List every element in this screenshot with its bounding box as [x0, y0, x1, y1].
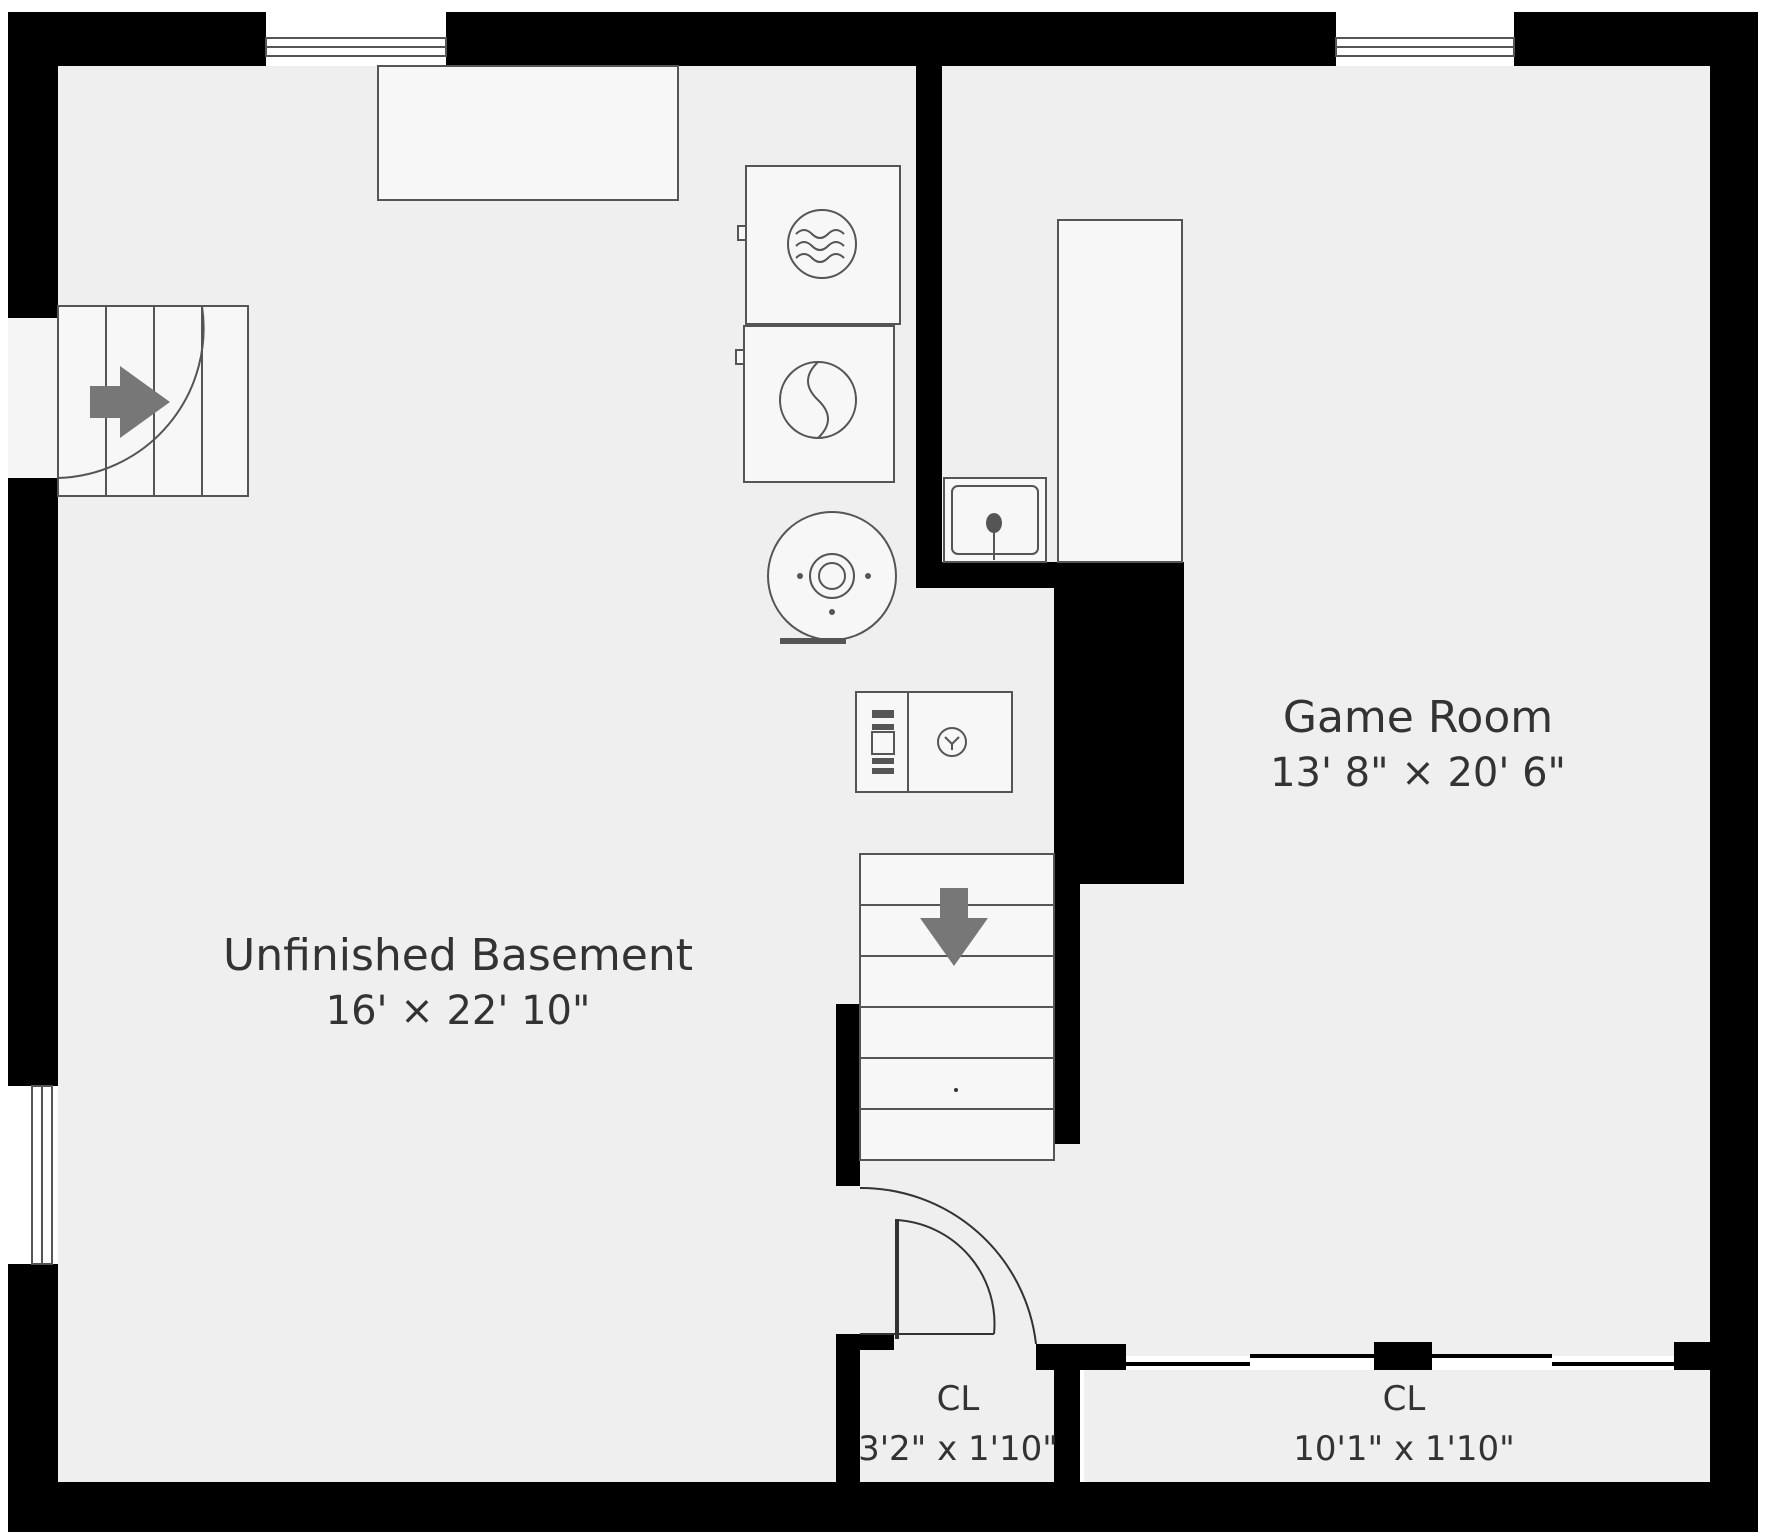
- tall-cabinet: [1057, 219, 1183, 563]
- arrow-right-icon: [90, 366, 170, 438]
- room-name-unfinished-basement: Unfinished Basement: [223, 930, 693, 981]
- room-name-game-room: Game Room: [1283, 692, 1553, 743]
- room-dimensions-closet-small: 3'2" x 1'10": [858, 1429, 1058, 1469]
- washer-icon: [735, 325, 895, 483]
- closet-large-floor: [1084, 1370, 1710, 1482]
- room-dimensions-unfinished-basement: 16' × 22' 10": [326, 988, 591, 1034]
- water-heater-icon: [767, 511, 897, 644]
- closet-swing-door[interactable]: [859, 1186, 1037, 1345]
- exterior-walls: [8, 12, 1758, 1532]
- windows: [31, 37, 1515, 1265]
- closet-small-floor: [860, 1356, 1054, 1482]
- closet-sliding-doors: [1126, 1354, 1674, 1366]
- room-dimensions-game-room: 13' 8" × 20' 6": [1270, 750, 1566, 796]
- furnace-icon: [855, 691, 1013, 793]
- counter: [377, 65, 679, 201]
- room-name-closet-large: CL: [1383, 1379, 1426, 1419]
- room-name-closet-small: CL: [937, 1379, 980, 1419]
- room-dimensions-closet-large: 10'1" x 1'10": [1293, 1429, 1515, 1469]
- exterior-stair-landing: [8, 318, 60, 478]
- utility-sink-icon: [943, 477, 1047, 563]
- arrow-down-icon: [920, 888, 988, 966]
- interior-walls: [836, 66, 1712, 1484]
- staircase-center[interactable]: [859, 853, 1055, 1161]
- staircase-left[interactable]: [57, 305, 249, 497]
- dryer-icon: [737, 165, 901, 325]
